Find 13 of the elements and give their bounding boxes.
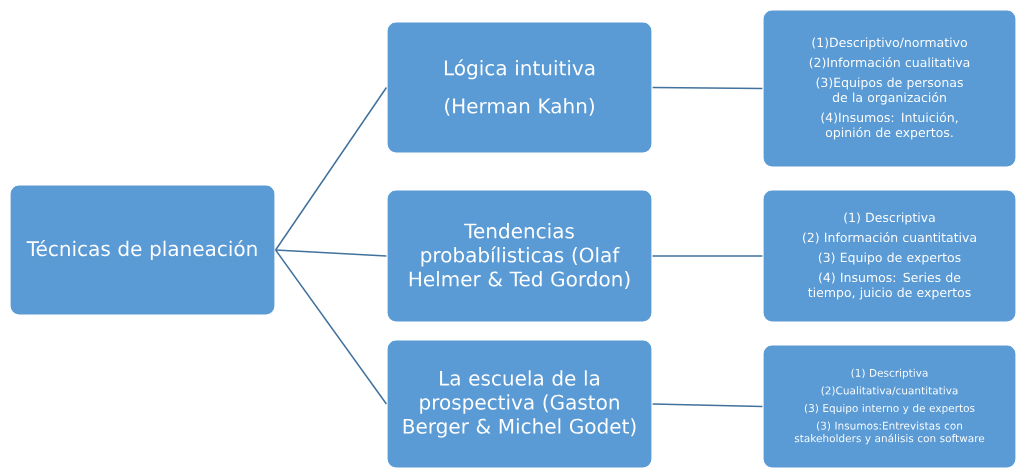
connector-line [274,249,388,257]
method-box: Tendencias probabílisticas (Olaf Helmer & Ted Gordon) [386,189,653,323]
connector-line [274,249,388,405]
connector-line [651,86,764,90]
method-box: Lógica intuitiva (Herman Kahn) [386,21,653,154]
method-box: La escuela de la prospectiva (Gaston Berger & Michel Godet) [386,339,653,469]
connector-line [651,255,764,257]
connector-line [651,403,764,408]
feature-box: (1) Descriptiva (2) Información cuantitativa (3) Equipo de expertos (4) Insumos: Series de tiempo, juicio de expertos [762,189,1017,323]
connector-line [274,86,388,251]
feature-box: (1)Descriptivo/normativo (2)Información cualitativa (3)Equipos de personas de la organización (4)Insumos: Intuición, opinión de expertos. [762,9,1017,168]
feature-box: (1) Descriptiva (2)Cualitativa/cuantitativa (3) Equipo interno y de expertos (3) Insumos:Entrevistas con stakeholders y análisis con software [762,344,1017,469]
topic-box: Técnicas de planeación [9,184,276,316]
